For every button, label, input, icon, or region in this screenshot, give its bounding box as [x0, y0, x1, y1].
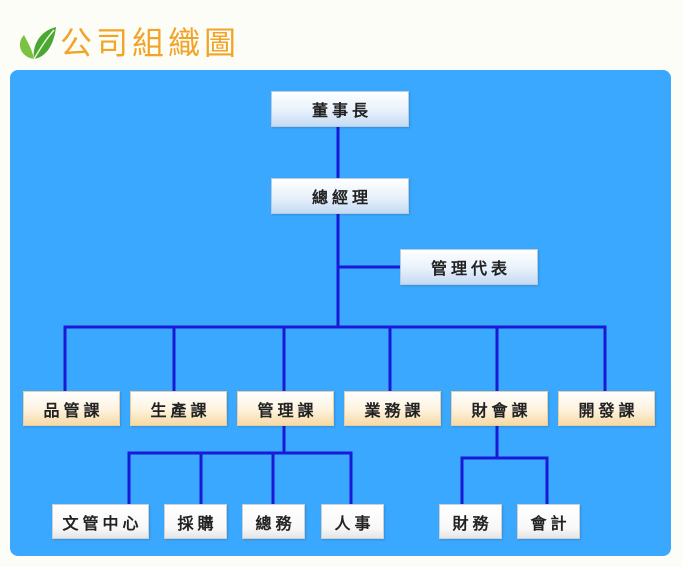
- unit-box-purchasing: 採購: [164, 504, 227, 539]
- unit-box-financial: 財務: [439, 504, 502, 539]
- leaf-icon: [19, 27, 56, 60]
- dept-box-sales: 業務課: [344, 391, 441, 426]
- page-title: 公司組織圖: [60, 24, 241, 62]
- dept-box-management: 管理課: [237, 391, 334, 426]
- dept-box-finance: 財會課: [451, 391, 548, 426]
- unit-box-personnel: 人事: [321, 504, 384, 539]
- chairman-box: 董事長: [271, 91, 409, 127]
- dept-box-production: 生產課: [130, 391, 227, 426]
- unit-box-document-center: 文管中心: [52, 504, 149, 539]
- dept-box-development: 開發課: [558, 391, 655, 426]
- general-manager-box: 總經理: [271, 178, 409, 214]
- page-header: 公司組織圖: [14, 20, 240, 66]
- management-rep-box: 管理代表: [400, 249, 538, 285]
- dept-box-quality: 品管課: [23, 391, 120, 426]
- org-chart-panel: [10, 70, 671, 556]
- unit-box-accounting: 會計: [517, 504, 580, 539]
- unit-box-general-affairs: 總務: [242, 504, 305, 539]
